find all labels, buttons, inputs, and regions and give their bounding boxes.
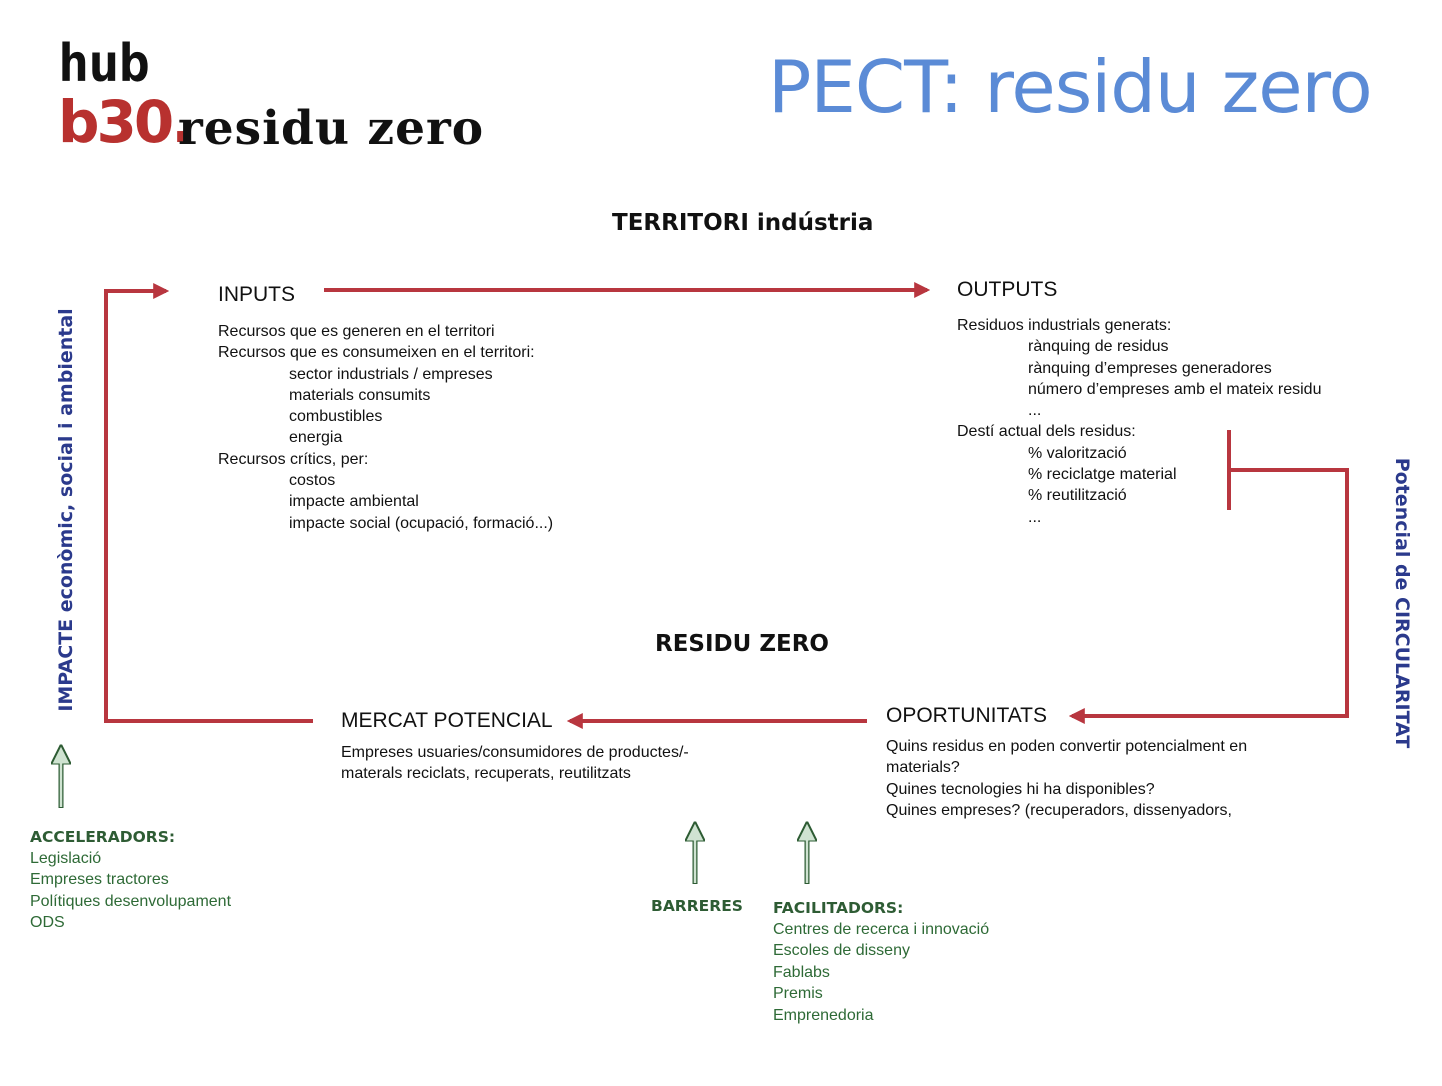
- oportunitats-line: Quins residus en poden convertir potenci…: [886, 738, 1248, 755]
- outputs-line: rànquing d’empreses generadores: [1028, 359, 1272, 377]
- outputs-line: Destí actual dels residus:: [957, 423, 1136, 441]
- oportunitats-list: Quins residus en poden convertir potenci…: [886, 736, 1247, 821]
- acceleradors-item: Empreses tractores: [30, 871, 169, 889]
- mercat-heading: MERCAT POTENCIAL: [341, 709, 553, 732]
- oportunitats-line: materials?: [886, 759, 960, 777]
- logo-hub: hub: [58, 34, 150, 94]
- acceleradors-title: ACCELERADORS:: [30, 828, 176, 846]
- mercat-list: Empreses usuaries/consumidores de produc…: [341, 742, 689, 785]
- acceleradors-block: ACCELERADORS: Legislació Empreses tracto…: [30, 827, 231, 934]
- circularity-arrow: [1068, 468, 1349, 724]
- facilitadors-item: Emprenedoria: [773, 1006, 874, 1024]
- facilitadors-item: Premis: [773, 985, 823, 1003]
- outputs-list: Residuos industrials generats: rànquing …: [957, 315, 1321, 528]
- territori-title: TERRITORI indústria: [612, 210, 874, 236]
- inputs-line: impacte social (ocupació, formació...): [289, 514, 554, 532]
- impact-vertical-label: IMPACTE econòmic, social i ambiental: [55, 308, 77, 712]
- outputs-heading: OUTPUTS: [957, 278, 1058, 301]
- inputs-line: sector industrials / empreses: [289, 365, 493, 383]
- barreres-title: BARRERES: [651, 897, 743, 915]
- outputs-line: rànquing de residus: [1028, 338, 1169, 356]
- inputs-line: materials consumits: [289, 386, 431, 404]
- outputs-line: número d’empreses amb el mateix residu: [1028, 380, 1322, 398]
- logo-residu-zero: residu zero: [178, 101, 485, 156]
- outputs-line: ...: [1028, 402, 1042, 420]
- oportunitats-line: Quines empreses? (recuperadors, dissenya…: [886, 801, 1232, 819]
- acceleradors-item: Polítiques desenvolupament: [30, 892, 232, 910]
- inputs-line: Recursos crítics, per:: [218, 450, 369, 468]
- inputs-line: energia: [289, 429, 343, 447]
- oportunitats-line: Quines tecnologies hi ha disponibles?: [886, 780, 1155, 798]
- outputs-line: Residuos industrials generats:: [957, 317, 1172, 334]
- mercat-line: materals reciclats, recuperats, reutilit…: [341, 765, 631, 783]
- outputs-line: % reciclatge material: [1028, 466, 1177, 484]
- mercat-line: Empreses usuaries/consumidores de produc…: [341, 744, 689, 761]
- facilitadors-item: Escoles de disseny: [773, 942, 910, 960]
- facilitadors-item: Fablabs: [773, 963, 830, 981]
- inputs-line: Recursos que es consumeixen en el territ…: [218, 344, 535, 362]
- impact-loop-arrow: [104, 283, 313, 723]
- inputs-line: impacte ambiental: [289, 493, 419, 511]
- facilitadors-block: FACILITADORS: Centres de recerca i innov…: [773, 898, 989, 1026]
- inputs-heading: INPUTS: [218, 283, 296, 306]
- oportunitats-heading: OPORTUNITATS: [886, 704, 1048, 727]
- inputs-line: combustibles: [289, 408, 383, 426]
- facilitadors-title: FACILITADORS:: [773, 899, 904, 917]
- logo-b30: b30.: [58, 88, 193, 156]
- acceleradors-item: Legislació: [30, 850, 102, 867]
- inputs-list: Recursos que es generen en el territori …: [218, 321, 553, 534]
- outputs-line: % valorització: [1028, 444, 1127, 462]
- inputs-line: costos: [289, 472, 336, 490]
- page-title: PECT: residu zero: [768, 45, 1373, 129]
- inputs-line: Recursos que es generen en el territori: [218, 323, 495, 340]
- residu-zero-title: RESIDU ZERO: [655, 631, 829, 657]
- outputs-line: ...: [1028, 508, 1042, 526]
- acceleradors-item: ODS: [30, 914, 65, 932]
- circularity-vertical-label: Potencial de CIRCULARITAT: [1391, 457, 1413, 749]
- outputs-line: % reutilització: [1028, 487, 1127, 505]
- facilitadors-item: Centres de recerca i innovació: [773, 921, 990, 938]
